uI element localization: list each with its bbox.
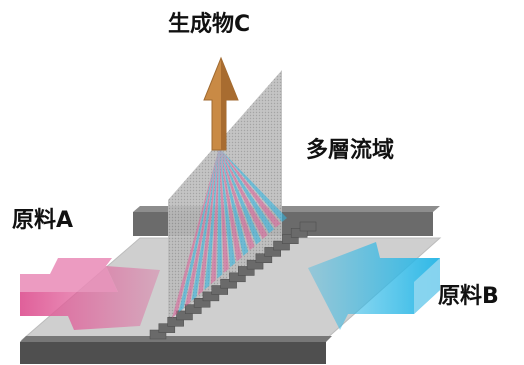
channel-comb xyxy=(149,221,317,340)
fan-layer xyxy=(217,148,223,279)
channel-block xyxy=(273,240,290,251)
channel-block xyxy=(220,278,237,289)
channel-block xyxy=(167,317,184,327)
fan-layer xyxy=(178,148,219,313)
fan-layer xyxy=(184,148,219,307)
feed-a-label: 原料A xyxy=(12,208,74,233)
channel-block xyxy=(202,291,220,302)
channel-block xyxy=(282,234,299,244)
fan-layer xyxy=(219,148,249,256)
fan-layer xyxy=(219,148,242,262)
feed-b-arrow xyxy=(308,242,440,330)
multilayer-fan xyxy=(172,148,287,318)
channel-block xyxy=(149,329,167,340)
fan-layer xyxy=(191,148,219,302)
multilayer-flow-label: 多層流域 xyxy=(306,138,395,163)
front-bar xyxy=(20,342,326,364)
feed-b-arrow-side xyxy=(414,258,440,314)
fan-layer xyxy=(219,148,262,245)
fan-layer xyxy=(210,148,219,285)
fan-layer xyxy=(197,148,219,296)
channel-block xyxy=(185,304,202,314)
fan-layer xyxy=(219,148,287,222)
feed-a-arrow-top xyxy=(20,258,118,292)
channel-block xyxy=(255,253,273,264)
fan-layer xyxy=(219,148,281,228)
channel-block xyxy=(158,323,176,333)
fan-layer xyxy=(219,148,268,239)
feed-a-arrow xyxy=(20,266,160,330)
fan-layer xyxy=(204,148,219,290)
product-c-label: 生成物C xyxy=(168,12,251,37)
channel-block xyxy=(193,297,211,308)
channel-block xyxy=(290,228,308,238)
channel-block xyxy=(237,266,255,276)
fan-layer xyxy=(219,148,255,251)
fan-layer xyxy=(219,148,275,234)
fan-layer xyxy=(219,148,229,273)
channel-block xyxy=(299,221,317,232)
channel-block xyxy=(176,310,193,321)
fan-layer xyxy=(219,148,236,268)
channel-block xyxy=(264,247,281,257)
channel-block xyxy=(229,272,246,283)
front-bar-top xyxy=(20,336,332,342)
feed-b-label: 原料B xyxy=(438,284,499,309)
fan-layer xyxy=(172,148,219,318)
channel-block xyxy=(211,285,229,295)
product-arrow-shade xyxy=(221,58,238,150)
channel-block xyxy=(246,259,264,270)
